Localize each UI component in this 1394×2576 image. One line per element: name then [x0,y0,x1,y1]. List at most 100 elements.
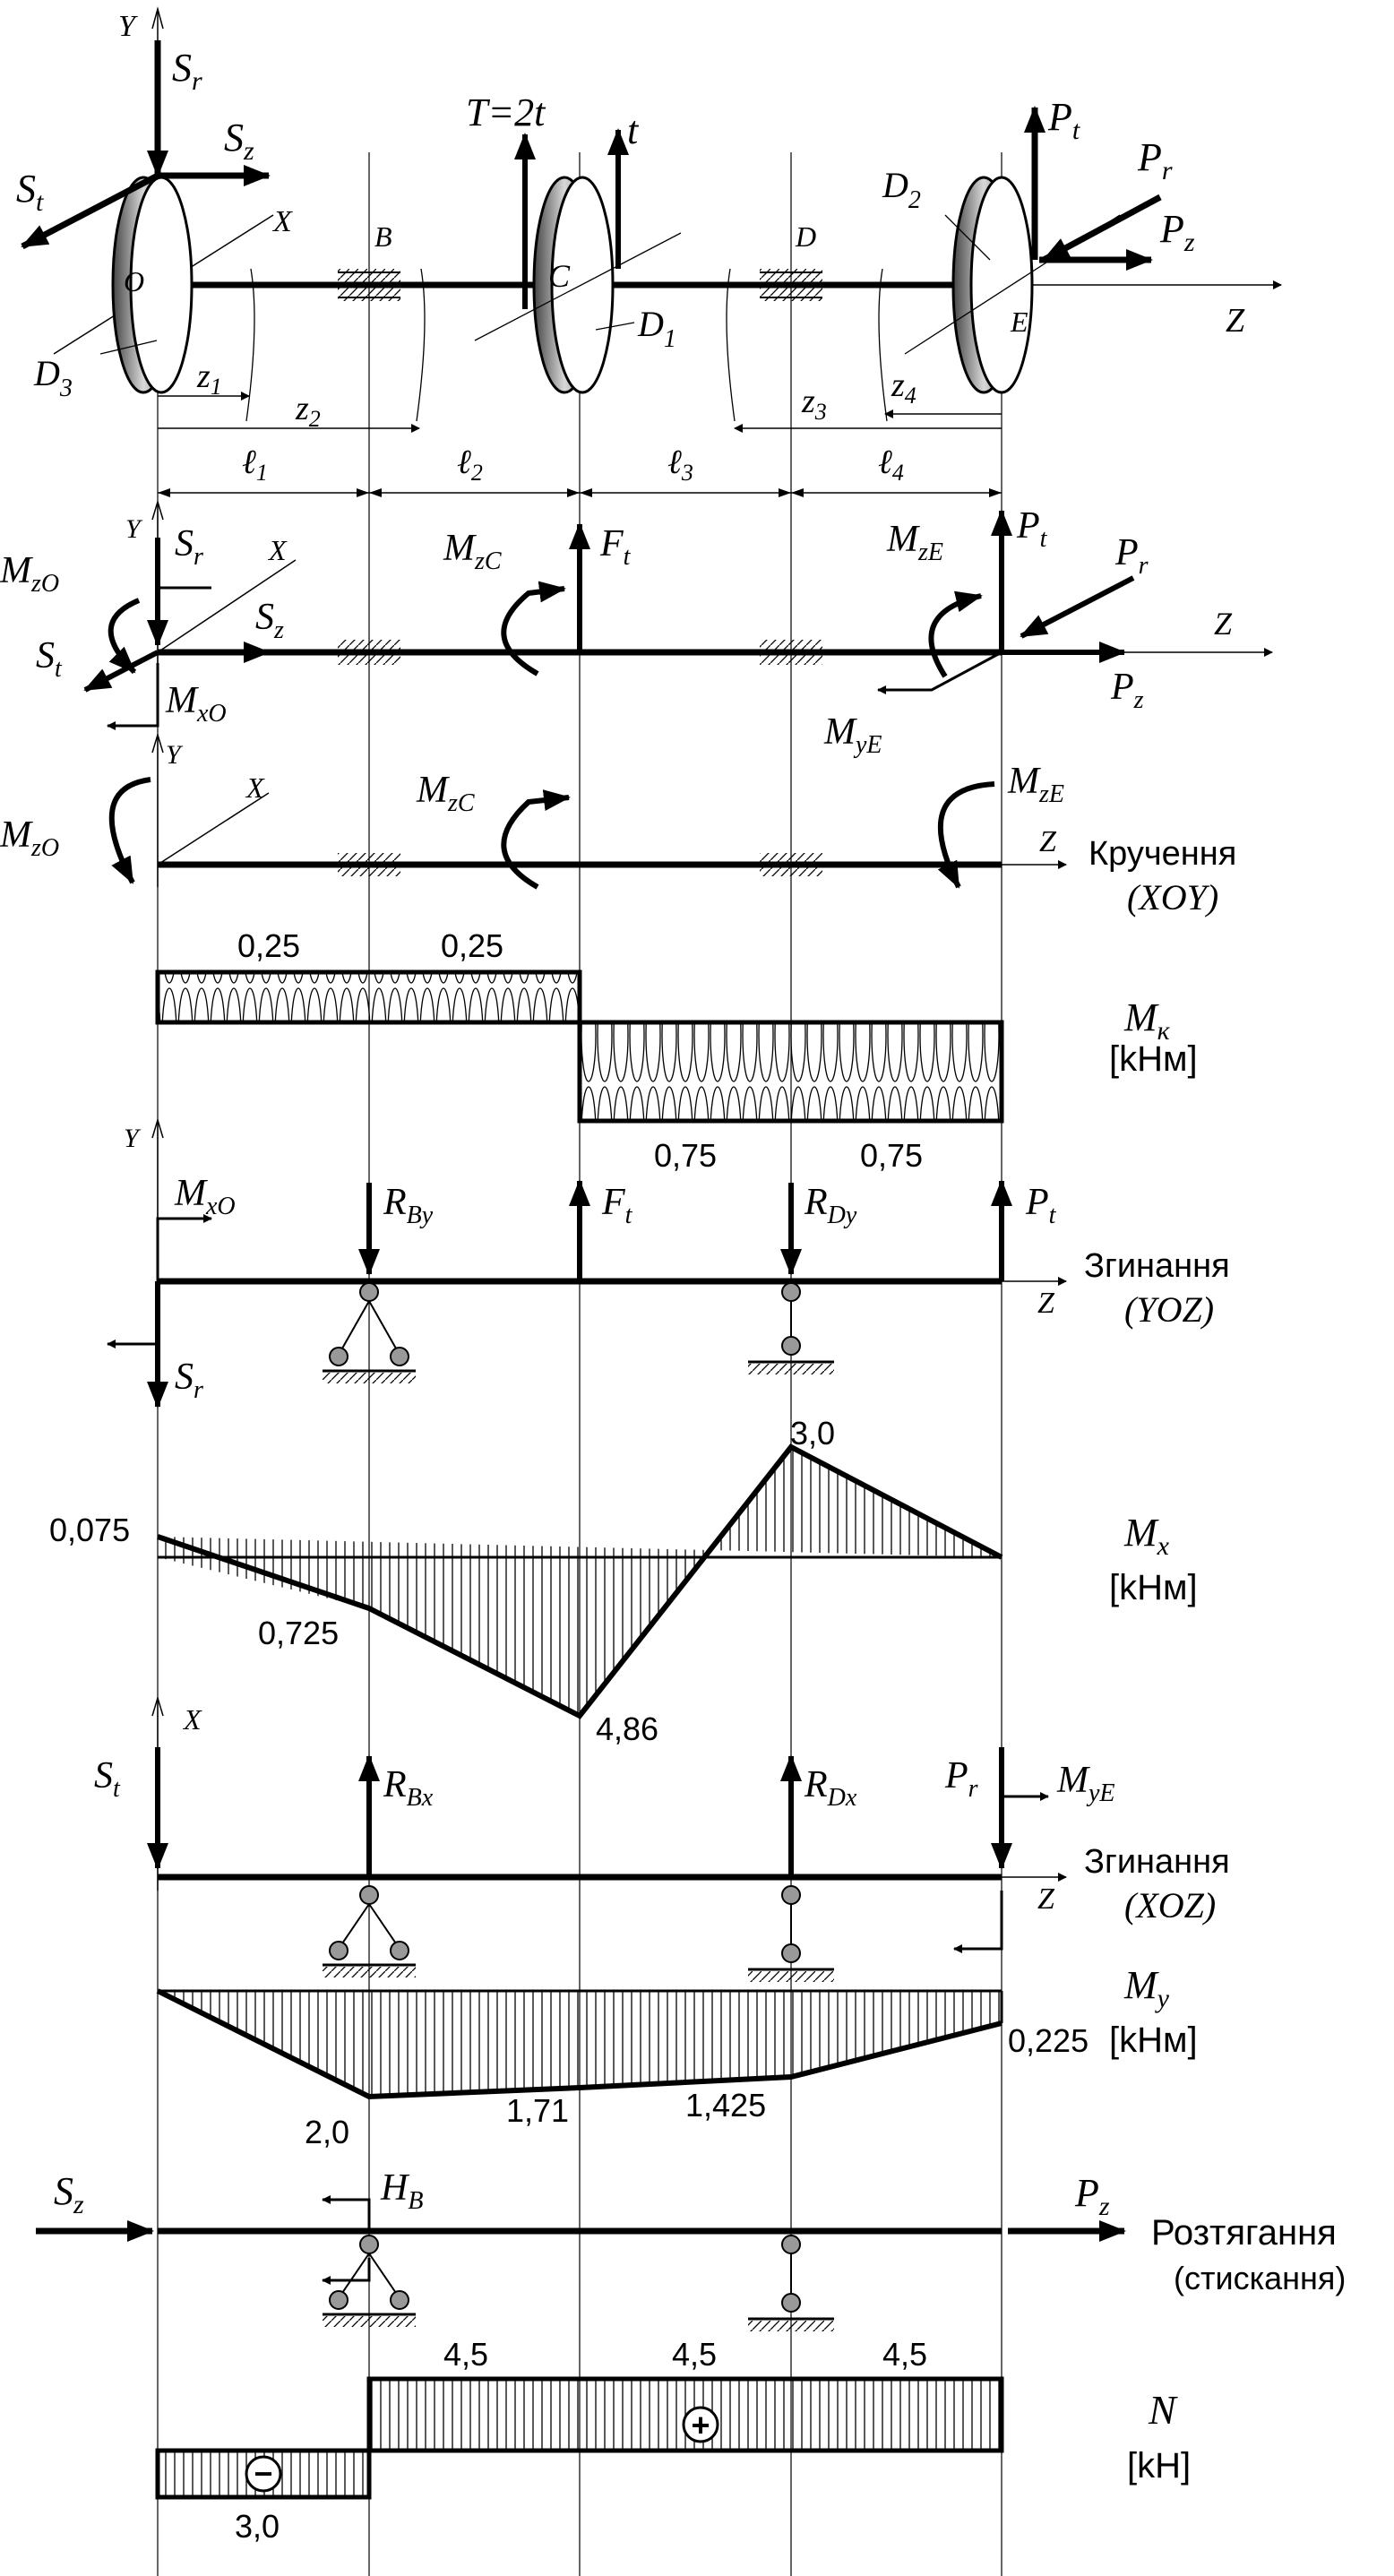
minus-sign-icon: − [245,2455,282,2493]
span-l3: ℓ3 [667,444,693,486]
z2-label: z2 [295,390,321,432]
moment-mye-label: MyE [823,711,882,759]
mx-value-c: 4,86 [596,1710,658,1747]
point-e-label: E [1010,306,1028,338]
force-pz-label: Pz [1159,207,1195,257]
force-sz-label: Sz [224,116,254,166]
disk-d2 [951,176,1034,394]
point-c-label: C [548,258,571,294]
torsion-scheme: Y X Z MzO MzC MzE Кручення (XOY) [0,732,1236,918]
svg-text:−: − [254,2455,272,2492]
reaction-rdy-label: RDy [804,1182,857,1229]
bending-xoz-title: Згинання [1084,1843,1230,1881]
force-st-label: St [16,167,44,217]
mx-value-o: 0,075 [49,1512,130,1548]
n-diagram: 4,5 4,5 4,5 3,0 + − N [kН] [155,2336,1191,2545]
force-sr-label-5: Sr [175,1357,203,1404]
reference-lines [157,152,1002,2576]
moment-mze-label-3: MzE [1007,761,1064,808]
span-l2: ℓ2 [457,444,483,486]
reaction-rdx-label: RDx [804,1764,857,1812]
plus-sign-icon: + [682,2406,719,2443]
disk-d3 [111,176,194,394]
mx-value-d: 3,0 [790,1415,835,1452]
bearing-b [338,269,400,301]
my-value-c: 1,71 [506,2092,569,2129]
force-sz-label-9: Sz [54,2169,84,2219]
axis-y-label-5: Y [124,1124,142,1153]
moment-mzc-label-3: MzC [416,770,475,817]
axis-x-label-2: X [267,534,288,566]
axis-y-label: Y [118,10,138,43]
reaction-rby-label: RBy [383,1182,434,1229]
support-b-xoz [323,1885,416,1977]
moment-mye-label-7: MyE [1056,1760,1115,1807]
force-st-label-7: St [94,1755,121,1803]
moment-mze-label: MzE [886,519,943,566]
torque-diagram-label: Mк [1123,995,1171,1046]
axis-z-label-5: Z [1037,1287,1055,1320]
reaction-rbx-label: RBx [383,1764,434,1812]
mx-diagram: 0,075 0,725 4,86 3,0 Mx [kНм] [49,1415,1198,1747]
bearing-d-2 [760,640,822,665]
force-st-label-2: St [36,635,63,683]
span-l1: ℓ1 [242,444,268,486]
t-label: t [627,108,640,152]
force-pt-label-2: Pt [1016,505,1048,553]
my-unit: [kНм] [1109,2020,1198,2060]
disk-d1-label: D1 [637,304,676,353]
axis-x-label-7: X [182,1703,202,1736]
force-pz-label-9: Pz [1074,2171,1110,2221]
bending-yoz-title: Згинання [1084,1247,1230,1285]
axis-x-label: X [271,205,293,238]
force-pr-label-7: Pr [944,1755,978,1803]
axis-z-label: Z [1226,302,1245,340]
torque-diagram: 0,25 0,25 0,75 0,75 Mк [kНм] [155,927,1198,1174]
my-diagram: 2,0 1,71 1,425 0,225 My [kНм] [156,1963,1198,2150]
bending-yoz-plane: (YOZ) [1124,1289,1214,1330]
force-pr-label-2: Pr [1114,532,1149,580]
force-pr-label: Pr [1137,135,1173,185]
point-d-label: D [795,220,816,253]
bending-xoz-scheme: X Z St RBx RDx Pr MyE Згинання (XOZ) [94,1695,1230,1982]
axis-x-label-3: X [245,771,265,804]
force-ft-label-5: Ft [601,1182,633,1229]
n-value-1: 4,5 [443,2336,488,2373]
force-sz-label-2: Sz [255,597,284,644]
axis-z-label-3: Z [1039,825,1057,858]
bearing-d [760,269,822,301]
bending-yoz-scheme: Y Z MxO Sr RBy Ft RDy Pt [107,1117,1230,1409]
svg-text:+: + [691,2407,710,2443]
bearing-b-2 [338,640,400,665]
torque-value-4: 0,75 [860,1137,923,1174]
my-value-e: 0,225 [1008,2022,1089,2059]
torque-unit: [kНм] [1109,1039,1198,1079]
support-d-xoz [748,1885,834,1982]
disk-d2-label: D2 [882,165,921,214]
disk-d3-label: D3 [33,353,73,402]
torsion-plane: (XOY) [1127,877,1218,918]
moment-mzo-label: MzO [0,550,59,598]
reaction-hb-label: HB [380,2167,423,2215]
z3-label: z3 [801,383,827,425]
mx-unit: [kНм] [1109,1568,1198,1607]
force-pt-label: Pt [1047,95,1080,145]
axis-y-label-2: Y [125,514,143,544]
torque-value-3: 0,75 [654,1137,717,1174]
force-pt-label-5: Pt [1025,1182,1057,1229]
n-diagram-label: N [1148,2387,1178,2433]
point-o-label: O [124,265,144,297]
point-b-label: B [374,220,392,253]
moment-mxo-label: MxO [165,680,227,728]
axis-z-label-2: Z [1214,606,1233,642]
mx-diagram-label: Mx [1123,1511,1170,1561]
axis-z-label-7: Z [1037,1882,1055,1916]
force-pz-label-2: Pz [1110,667,1144,714]
load-scheme: Y X Z Sr Sz St MzO MxO Ft MzC Pt Pr Pz M… [0,499,1273,759]
support-d-axial [748,2235,834,2331]
bending-xoz-plane: (XOZ) [1124,1885,1216,1926]
torque-label: T=2t [466,90,546,134]
my-value-b: 2,0 [305,2114,349,2150]
axis-y-label-3: Y [166,740,184,770]
